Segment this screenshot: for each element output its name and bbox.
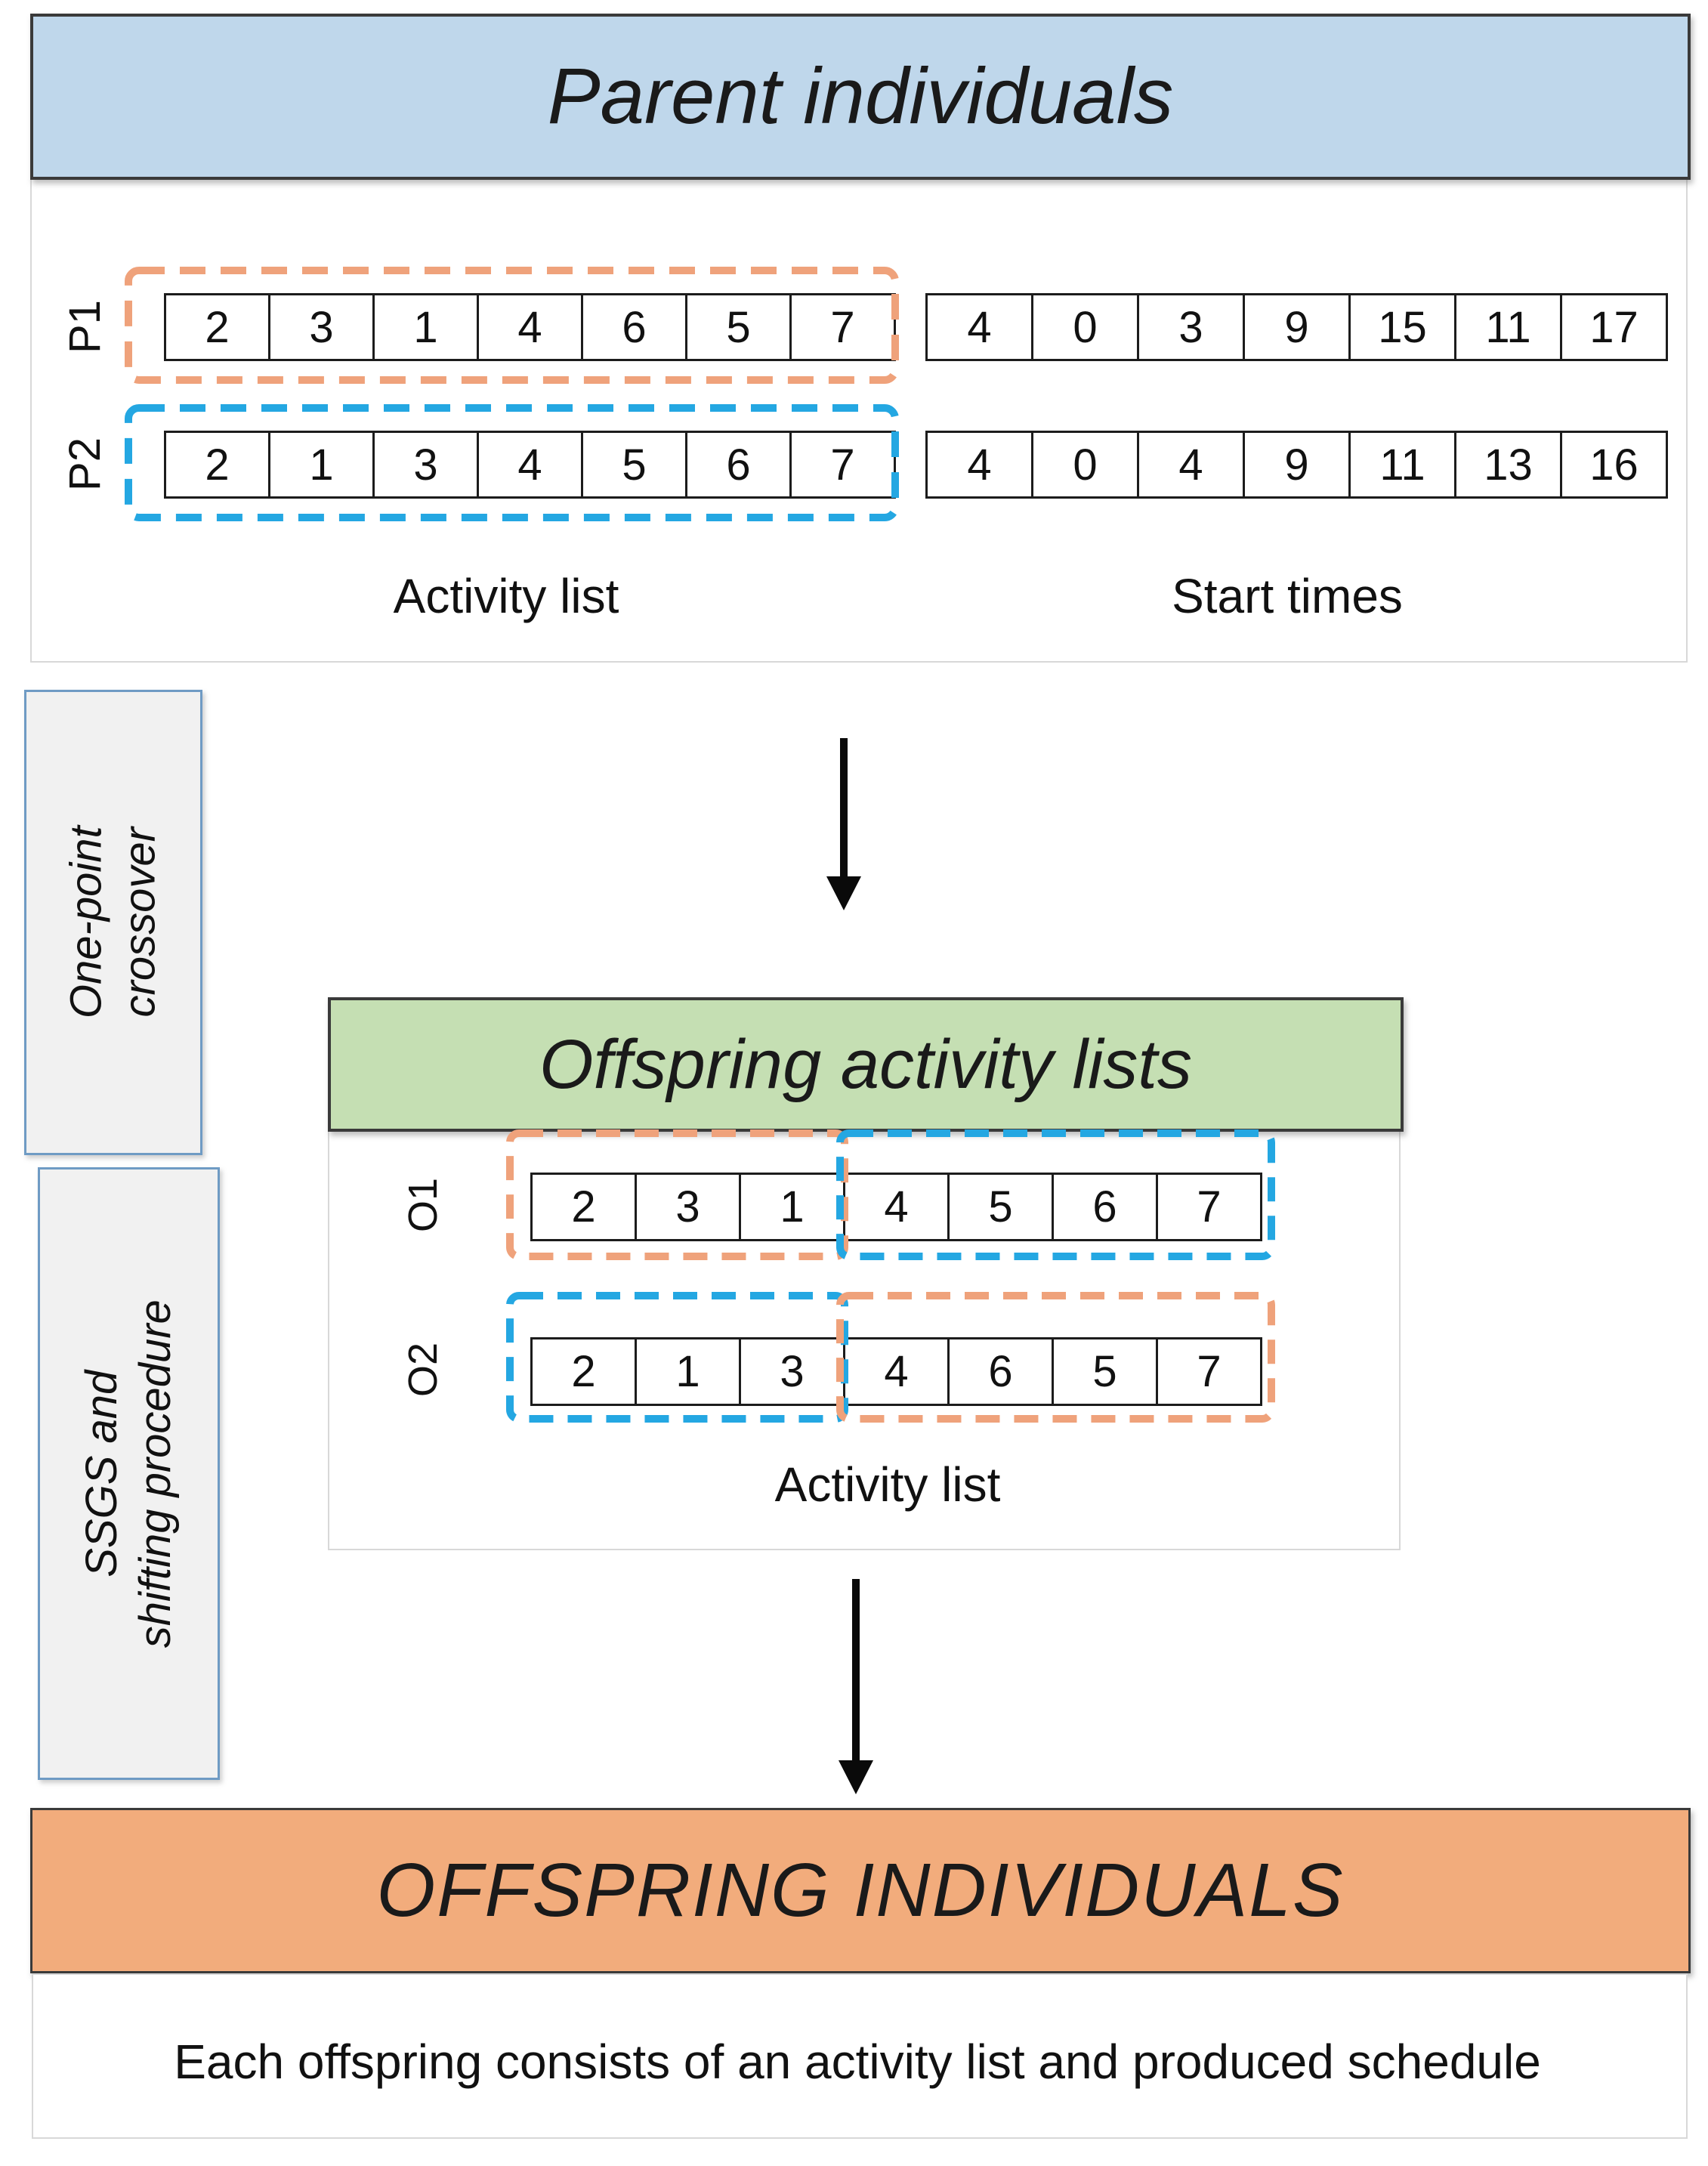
result-section-header: OFFSPRING INDIVIDUALS bbox=[30, 1808, 1691, 1973]
p2-start-cell: 4 bbox=[1137, 431, 1245, 499]
p1-activity-cell: 1 bbox=[372, 293, 479, 361]
p1-activity-cell: 7 bbox=[789, 293, 896, 361]
result-header-title: OFFSPRING INDIVIDUALS bbox=[376, 1848, 1345, 1933]
o1-activity-cell: 3 bbox=[635, 1173, 741, 1241]
one-point-crossover-label-box: One-point crossover bbox=[24, 690, 202, 1155]
parent-activity-list-label: Activity list bbox=[393, 569, 619, 623]
result-description-box bbox=[32, 1973, 1688, 2139]
p1-start-cell: 4 bbox=[925, 293, 1033, 361]
p1-activity-list: 2 3 1 4 6 5 7 bbox=[164, 293, 896, 361]
p2-activity-list: 2 1 3 4 5 6 7 bbox=[164, 431, 896, 499]
o2-activity-cell: 5 bbox=[1052, 1337, 1158, 1406]
o1-activity-cell: 1 bbox=[739, 1173, 845, 1241]
p1-start-times: 4 0 3 9 15 11 17 bbox=[925, 293, 1668, 361]
offspring-section-header: Offspring activity lists bbox=[328, 997, 1404, 1132]
one-point-crossover-label: One-point crossover bbox=[61, 826, 164, 1019]
p1-start-cell: 9 bbox=[1243, 293, 1351, 361]
p1-start-cell: 3 bbox=[1137, 293, 1245, 361]
p2-activity-cell: 4 bbox=[477, 431, 583, 499]
p2-start-cell: 16 bbox=[1560, 431, 1668, 499]
p2-start-cell: 0 bbox=[1031, 431, 1139, 499]
p1-start-cell: 15 bbox=[1348, 293, 1456, 361]
down-arrow-icon bbox=[826, 738, 861, 910]
o1-activity-cell: 7 bbox=[1156, 1173, 1262, 1241]
result-description: Each offspring consists of an activity l… bbox=[174, 2035, 1541, 2089]
p1-activity-cell: 6 bbox=[581, 293, 687, 361]
p1-activity-cell: 3 bbox=[268, 293, 375, 361]
p1-activity-cell: 2 bbox=[164, 293, 270, 361]
p1-row-label: P1 bbox=[60, 300, 110, 354]
o2-activity-cell: 1 bbox=[635, 1337, 741, 1406]
o1-activity-cell: 6 bbox=[1052, 1173, 1158, 1241]
parent-start-times-label: Start times bbox=[1172, 569, 1403, 623]
o2-activity-list: 2 1 3 4 6 5 7 bbox=[530, 1337, 1262, 1406]
o1-activity-cell: 5 bbox=[947, 1173, 1054, 1241]
o2-activity-cell: 2 bbox=[530, 1337, 637, 1406]
down-arrow-icon bbox=[839, 1579, 873, 1794]
p2-activity-cell: 2 bbox=[164, 431, 270, 499]
o1-activity-cell: 4 bbox=[843, 1173, 950, 1241]
parent-header-title: Parent individuals bbox=[547, 52, 1174, 141]
o1-activity-list: 2 3 1 4 5 6 7 bbox=[530, 1173, 1262, 1241]
o2-activity-cell: 3 bbox=[739, 1337, 845, 1406]
p2-activity-cell: 3 bbox=[372, 431, 479, 499]
p1-activity-cell: 5 bbox=[685, 293, 792, 361]
p2-start-cell: 11 bbox=[1348, 431, 1456, 499]
p2-start-times: 4 0 4 9 11 13 16 bbox=[925, 431, 1668, 499]
p2-start-cell: 9 bbox=[1243, 431, 1351, 499]
p1-activity-cell: 4 bbox=[477, 293, 583, 361]
p2-activity-cell: 7 bbox=[789, 431, 896, 499]
p2-row-label: P2 bbox=[60, 437, 110, 491]
o2-activity-cell: 7 bbox=[1156, 1337, 1262, 1406]
o2-activity-cell: 6 bbox=[947, 1337, 1054, 1406]
p2-activity-cell: 1 bbox=[268, 431, 375, 499]
offspring-header-title: Offspring activity lists bbox=[539, 1025, 1192, 1103]
p2-activity-cell: 5 bbox=[581, 431, 687, 499]
parent-section-header: Parent individuals bbox=[30, 14, 1691, 180]
o2-activity-cell: 4 bbox=[843, 1337, 950, 1406]
o1-row-label: O1 bbox=[400, 1177, 446, 1233]
ssgs-label: SSGS and shifting procedure bbox=[76, 1299, 180, 1648]
p1-start-cell: 0 bbox=[1031, 293, 1139, 361]
o1-activity-cell: 2 bbox=[530, 1173, 637, 1241]
offspring-activity-list-label: Activity list bbox=[774, 1457, 1001, 1512]
p1-start-cell: 11 bbox=[1454, 293, 1562, 361]
p2-activity-cell: 6 bbox=[685, 431, 792, 499]
p2-start-cell: 13 bbox=[1454, 431, 1562, 499]
p2-start-cell: 4 bbox=[925, 431, 1033, 499]
p1-start-cell: 17 bbox=[1560, 293, 1668, 361]
o2-row-label: O2 bbox=[400, 1342, 446, 1398]
ssgs-label-box: SSGS and shifting procedure bbox=[38, 1167, 220, 1780]
